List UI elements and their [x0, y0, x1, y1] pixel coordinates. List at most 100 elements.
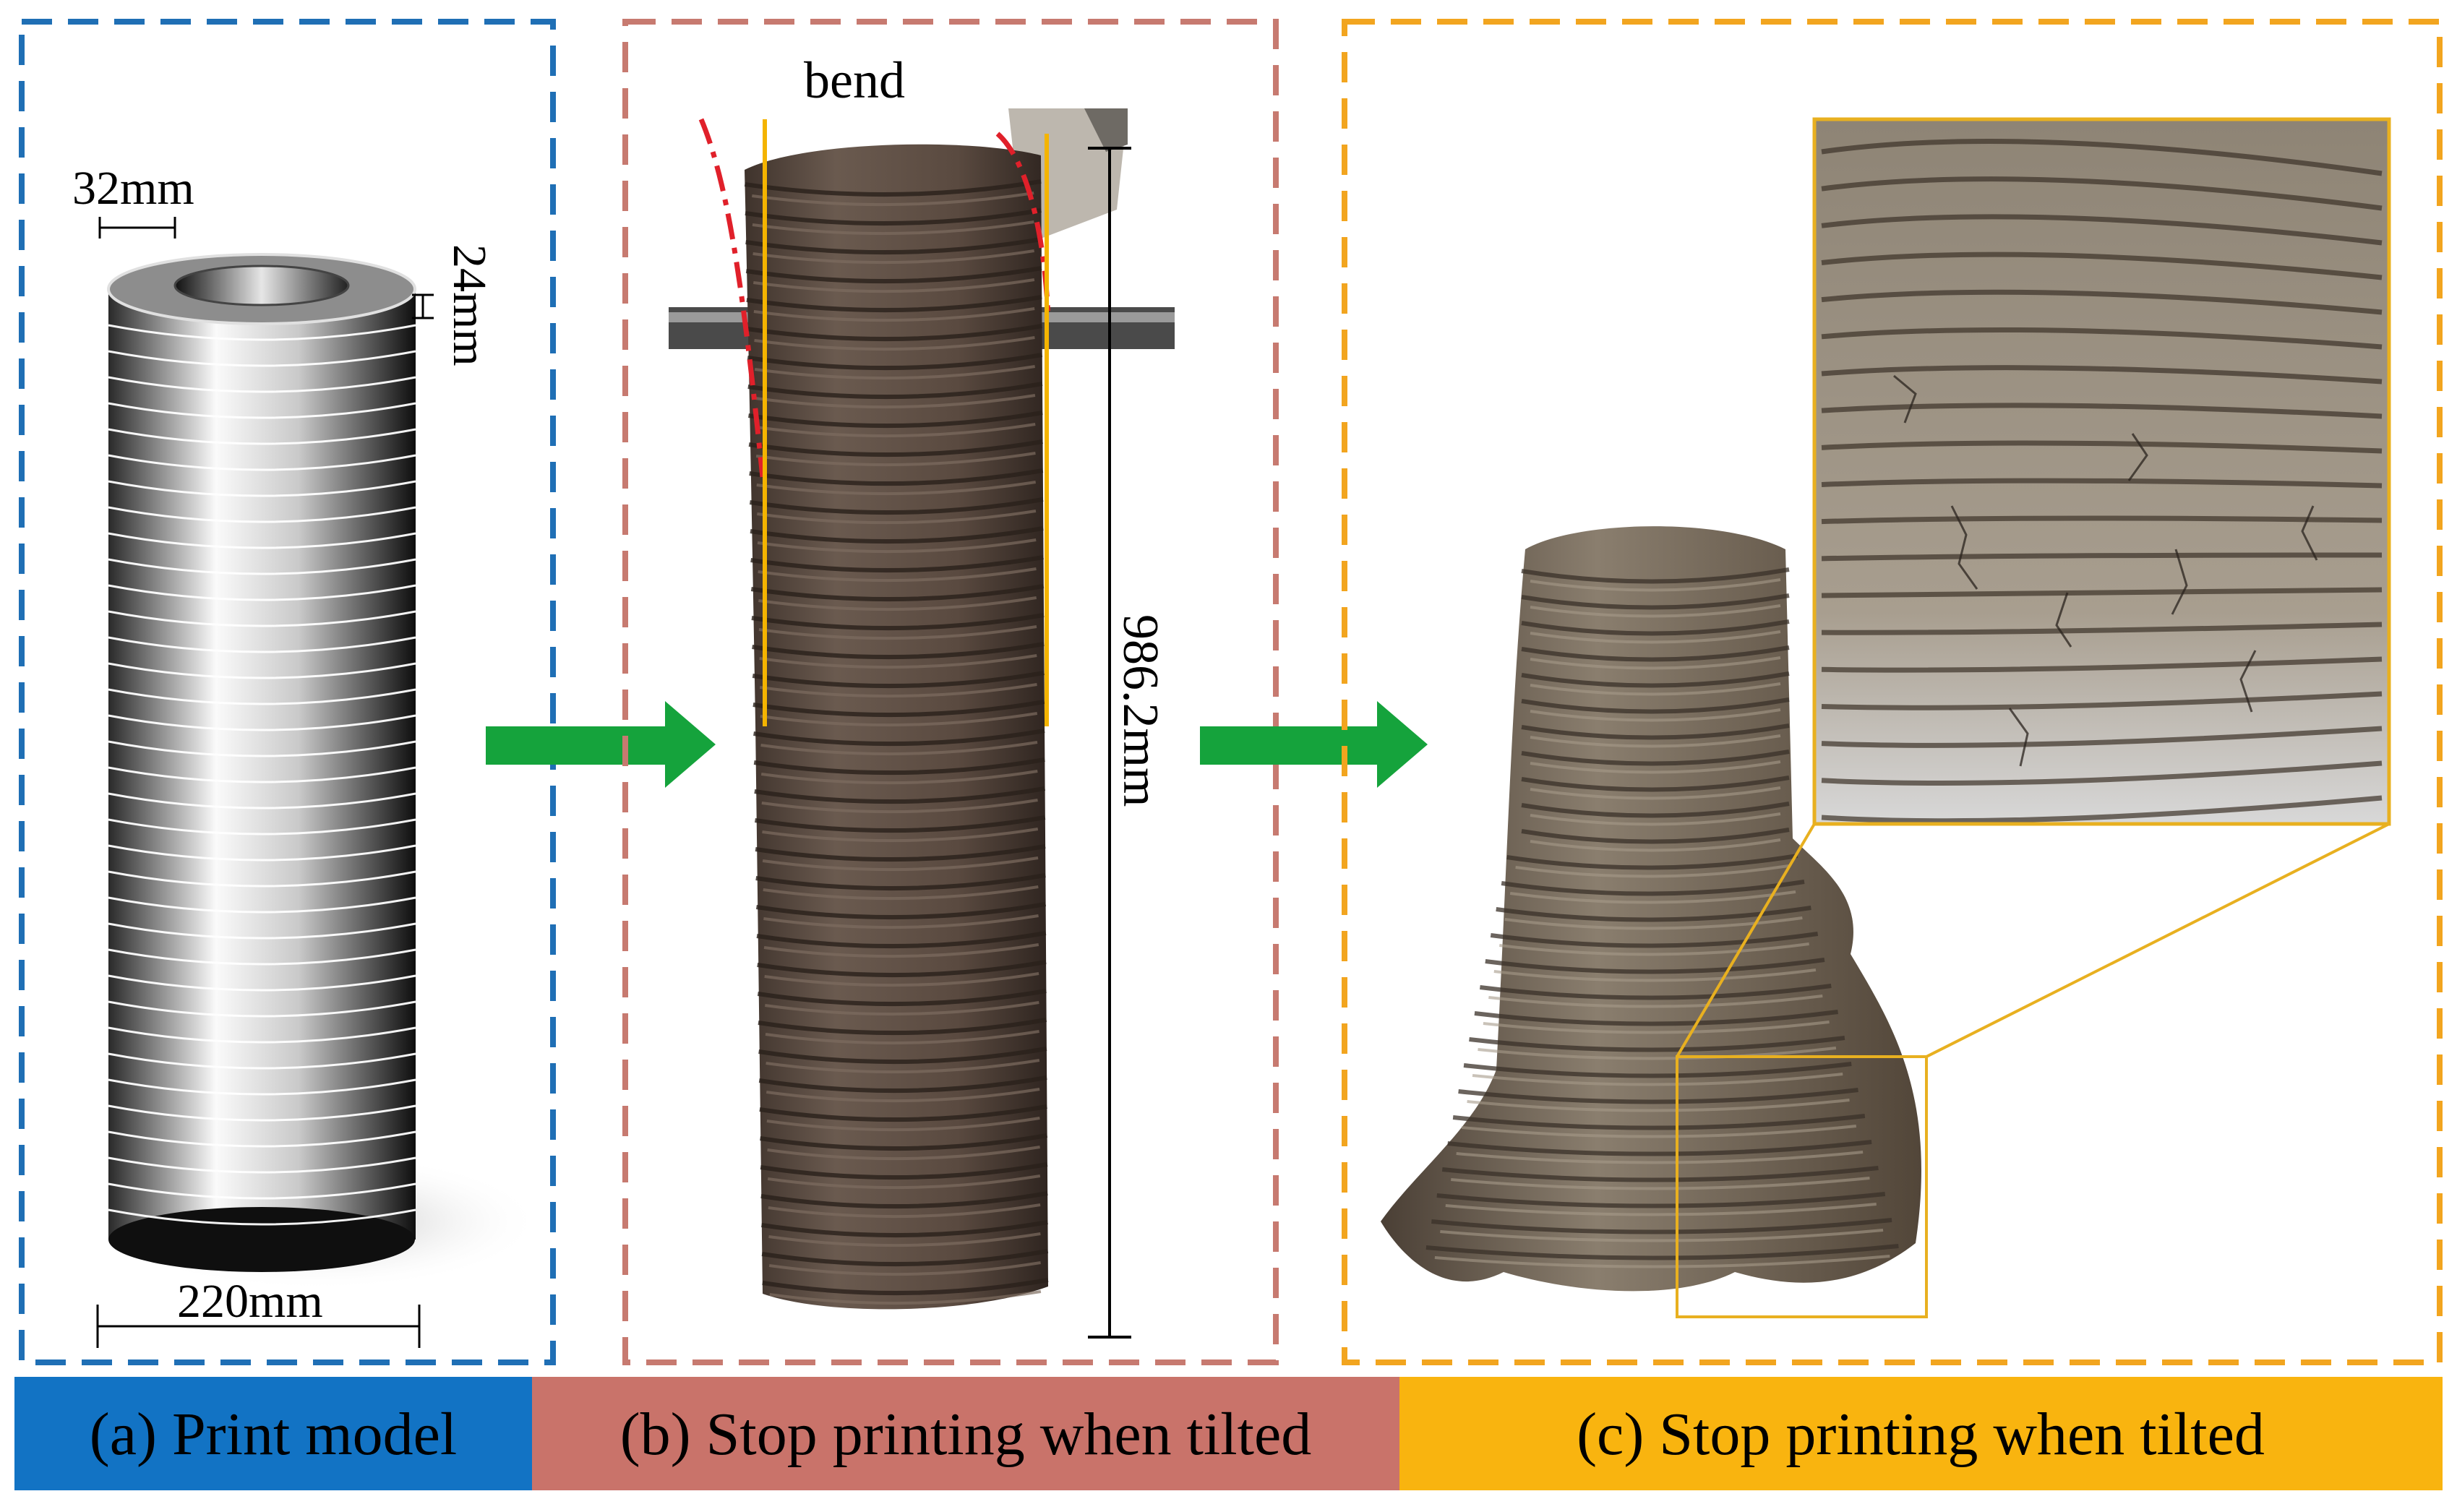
texture-line [1530, 734, 1781, 748]
texture-line [108, 480, 416, 497]
panel-a: 32mm 24mm 220mm [19, 19, 556, 1365]
texture-line [108, 1156, 416, 1174]
panel-c-dashed-frame [1342, 19, 2443, 1365]
texture-line [1821, 552, 2383, 562]
texture-line [1472, 1073, 1843, 1086]
texture-line [1521, 776, 1790, 792]
panel-a-dashed-frame [19, 19, 556, 1365]
texture-line [108, 1052, 416, 1070]
texture-line [751, 613, 1045, 631]
texture-line [1530, 838, 1781, 852]
texture-line [2055, 592, 2072, 648]
texture-line [760, 1162, 1048, 1180]
texture-line [1451, 1177, 1870, 1190]
panel-b: bend 986.2mm [622, 19, 1279, 1365]
texture-line [1821, 478, 2383, 489]
texture-line [753, 729, 1045, 747]
texture-line [1530, 578, 1781, 592]
texture-line [1456, 1151, 1864, 1164]
texture-line [1821, 176, 2383, 211]
texture-line [1463, 1062, 1852, 1078]
texture-line [108, 636, 416, 653]
texture-line [753, 307, 1035, 322]
texture-line [1821, 515, 2383, 525]
texture-line [1821, 289, 2383, 315]
texture-line [759, 1104, 1047, 1122]
texture-line [744, 179, 1042, 197]
texture-line [1530, 760, 1781, 774]
texture-line [1485, 958, 1825, 974]
texture-line [757, 538, 1037, 554]
texture-line [108, 922, 416, 940]
texture-line [758, 625, 1037, 640]
texture-line [1521, 723, 1790, 740]
texture-line [747, 382, 1043, 400]
texture-line [1488, 995, 1823, 1008]
dim-top: 32mm [72, 162, 194, 239]
texture-line [108, 714, 416, 731]
texture-line [108, 558, 416, 575]
texture-line [748, 411, 1043, 429]
texture-line [759, 654, 1037, 669]
texture-line [1530, 630, 1781, 644]
texture-line [108, 454, 416, 471]
texture-line [752, 220, 1034, 236]
dim-side: 24mm [412, 244, 496, 366]
texture-line [760, 741, 1038, 756]
texture-line [108, 376, 416, 393]
texture-line [108, 766, 416, 783]
texture-line [758, 567, 1037, 583]
texture-line [1893, 374, 1917, 424]
texture-line [745, 266, 1042, 284]
texture-line [760, 770, 1038, 785]
texture-line [1490, 932, 1819, 948]
texture-line [758, 1018, 1047, 1036]
texture-line [1445, 1203, 1877, 1216]
texture-line [1821, 795, 2383, 824]
texture-line [767, 1146, 1040, 1161]
texture-line [108, 350, 416, 367]
texture-line [750, 555, 1044, 573]
texture-line [108, 688, 416, 705]
texture-line [766, 1088, 1040, 1103]
texture-line [757, 989, 1047, 1007]
texture-line [745, 237, 1042, 255]
texture-line [1521, 567, 1790, 584]
caption-bar: (a) Print model (b) Stop printing when t… [14, 1377, 2443, 1490]
texture-line [2171, 549, 2188, 615]
texture-line [108, 870, 416, 888]
texture-line [108, 532, 416, 549]
texture-line [1425, 1244, 1899, 1260]
texture-line [1821, 327, 2383, 350]
texture-line [1821, 214, 2383, 246]
texture-line [749, 468, 1044, 486]
texture-line [763, 885, 1039, 901]
texture-line [768, 1261, 1041, 1276]
texture-line [108, 1104, 416, 1122]
texture-line [1821, 760, 2383, 786]
texture-line [752, 671, 1045, 689]
texture-line [761, 1220, 1048, 1238]
caption-b-text: (b) Stop printing when tilted [620, 1401, 1312, 1468]
texture-line [762, 1278, 1049, 1296]
texture-line [755, 902, 1047, 920]
texture-line [749, 497, 1044, 515]
texture-line [758, 1075, 1047, 1094]
texture-line [1461, 1125, 1857, 1138]
texture-line [1499, 942, 1809, 956]
texture-line [766, 1059, 1040, 1074]
texture-line [108, 1130, 416, 1148]
texture-line [765, 1001, 1039, 1016]
texture-line [1521, 645, 1790, 662]
texture-line [1496, 906, 1811, 922]
texture-line [1506, 854, 1798, 870]
caption-a-box [14, 1377, 532, 1490]
texture-line [1821, 622, 2383, 635]
texture-line [768, 1203, 1041, 1219]
texture-line [108, 948, 416, 966]
texture-line [108, 506, 416, 523]
texture-line [763, 943, 1039, 958]
texture-line [108, 610, 416, 627]
texture-line [108, 740, 416, 757]
texture-line [1467, 1099, 1850, 1112]
